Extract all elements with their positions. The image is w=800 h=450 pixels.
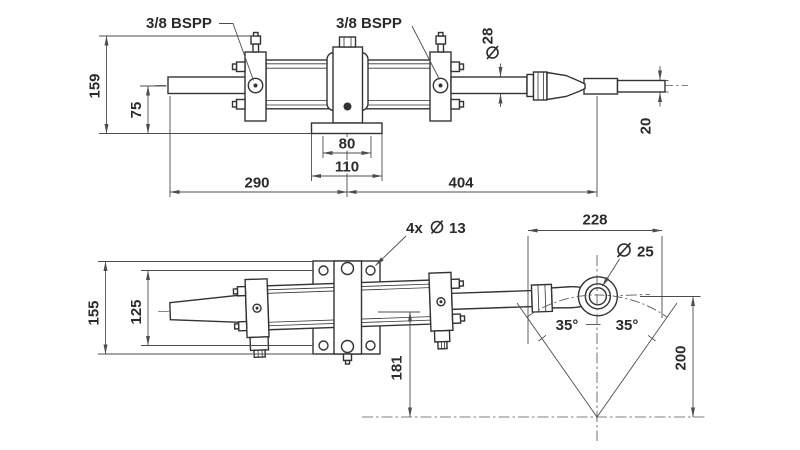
rod-end-cone (546, 71, 586, 101)
swing-line-right (596, 302, 678, 418)
left-end-gland (231, 31, 267, 122)
dim-swing-angle-right: 35° (616, 317, 639, 334)
port-leader-left (219, 23, 254, 81)
dim-swing-radius: 200 (673, 345, 690, 370)
dim-hole-spacing: 125 (128, 299, 145, 324)
mount-top-nut (338, 36, 357, 48)
rod-coupler (526, 71, 548, 101)
port-label-right: 3/8 BSPP (336, 15, 402, 32)
dim-eye-diameter: 25 (637, 244, 654, 261)
left-bleed-stem (252, 43, 260, 53)
piston-rod-left-plan (169, 293, 248, 324)
rod-end-tab (583, 77, 619, 95)
dim-axis-height: 75 (128, 102, 145, 119)
dim-rod-end-thickness: 20 (638, 118, 655, 135)
dim-bolt-spacing: 80 (339, 136, 356, 153)
piston-rod-left (167, 76, 247, 95)
dim-base-width: 110 (335, 159, 359, 176)
clamp-strip (333, 260, 363, 365)
port-label-left: 3/8 BSPP (146, 15, 212, 32)
diameter-symbol-25 (616, 242, 632, 258)
mounting-plate-side (310, 122, 383, 135)
right-gland-plan (428, 271, 466, 350)
cylinder-assembly-plan (158, 271, 650, 359)
plate-holes (318, 265, 376, 351)
right-bleed-stem (437, 43, 445, 53)
center-mount-block (326, 36, 369, 124)
dim-hole-diameter: 13 (449, 220, 466, 237)
side-view-dimensions: 159 75 28 20 (87, 15, 669, 197)
swing-arc (526, 294, 668, 318)
dim-left-length: 290 (244, 175, 269, 192)
diameter-symbol-13 (430, 219, 444, 235)
mount-pin-dot (343, 102, 352, 111)
right-bleed-fitting (433, 329, 451, 343)
dim-swing-angle-left: 35° (556, 317, 579, 334)
eye-leader (602, 258, 620, 287)
dim-rod-diameter: 28 (480, 28, 497, 45)
diameter-symbol-28 (486, 45, 499, 60)
rod-end-bar (616, 79, 666, 93)
side-view: 159 75 28 20 (87, 15, 688, 197)
right-end-gland (429, 31, 465, 122)
dim-overall-height: 159 (87, 73, 104, 98)
hole-leader (375, 235, 407, 266)
hole-count-prefix: 4x (406, 220, 423, 237)
plan-view-dimensions: 155 125 4x 13 228 (86, 212, 706, 441)
swing-line-left (516, 302, 598, 418)
left-valve-block (249, 336, 270, 352)
piston-rod-right-plan (450, 289, 533, 311)
hole-callout: 4x 13 (375, 219, 466, 266)
port-leader-right (411, 25, 440, 80)
dim-plate-length: 155 (86, 300, 103, 325)
dim-stroke-length: 228 (582, 212, 607, 229)
piston-rod-right (450, 76, 528, 95)
plan-view: 155 125 4x 13 228 (86, 212, 706, 441)
eye-callout: 25 (602, 242, 654, 287)
dim-pivot-distance: 181 (389, 355, 406, 380)
jam-nut (530, 283, 554, 313)
dim-right-length: 404 (448, 175, 474, 192)
ball-joint-eye (577, 276, 619, 317)
